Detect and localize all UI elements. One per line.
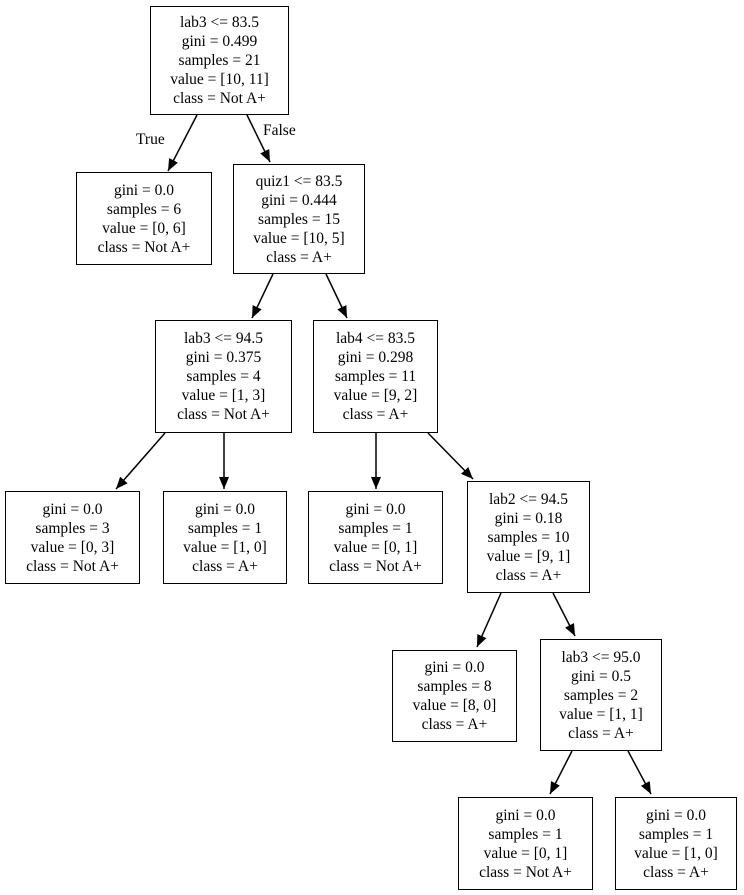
tree-node-lab2: lab2 <= 94.5 gini = 0.18 samples = 10 va… [467,481,590,593]
node-line: quiz1 <= 83.5 [255,172,343,190]
node-line: gini = 0.444 [261,191,337,209]
edge-root-to-true-leaf [167,114,198,172]
tree-node-true-leaf: gini = 0.0 samples = 6 value = [0, 6] cl… [76,172,212,265]
node-line: gini = 0.18 [494,509,563,527]
node-line: samples = 1 [638,825,714,843]
node-line: samples = 1 [488,825,563,843]
node-line: gini = 0.375 [185,349,262,366]
node-line: samples = 6 [106,200,182,218]
node-line: value = [0, 1] [333,538,418,556]
node-line: value = [0, 6] [102,219,186,237]
node-line: class = Not A+ [26,557,119,575]
node-line: gini = 0.0 [114,181,174,199]
tree-node-leaf-e: gini = 0.0 samples = 8 value = [8, 0] cl… [392,650,517,742]
node-line: samples = 2 [563,686,639,704]
node-line: samples = 15 [258,210,340,228]
tree-node-leaf-g: gini = 0.0 samples = 1 value = [0, 1] cl… [458,797,593,890]
node-line: samples = 4 [186,368,261,385]
node-line: samples = 10 [487,528,570,546]
node-line: class = Not A+ [97,238,191,256]
node-line: value = [1, 0] [634,844,718,862]
tree-node-leaf-b: gini = 0.0 samples = 1 value = [1, 0] cl… [163,491,287,584]
node-line: class = A+ [643,863,709,881]
edge-lab2-to-leaf-e [476,592,502,648]
node-line: gini = 0.0 [195,500,255,518]
node-line: value = [9, 2] [333,387,418,404]
node-line: value = [9, 1] [486,547,571,565]
tree-node-root: lab3 <= 83.5 gini = 0.499 samples = 21 v… [150,6,289,115]
tree-node-lab4: lab4 <= 83.5 gini = 0.298 samples = 11 v… [313,320,438,433]
node-line: gini = 0.0 [424,659,485,676]
node-line: gini = 0.298 [337,349,414,366]
node-line: lab4 <= 83.5 [335,330,416,347]
node-line: samples = 1 [338,519,413,537]
node-line: value = [10, 5] [253,229,345,247]
node-line: value = [0, 1] [483,844,568,862]
node-line: lab3 <= 83.5 [179,14,260,31]
node-line: class = A+ [568,724,634,742]
node-line: gini = 0.0 [495,806,556,824]
node-line: gini = 0.0 [345,500,406,518]
edge-label-false: False [263,122,296,139]
edge-root-to-quiz1 [246,114,271,163]
node-line: samples = 3 [35,519,110,537]
node-line: class = Not A+ [329,557,422,575]
node-line: class = A+ [342,406,409,423]
tree-node-lab3-mid: lab3 <= 94.5 gini = 0.375 samples = 4 va… [155,320,292,433]
node-line: gini = 0.499 [181,33,258,50]
node-line: value = [1, 3] [181,387,266,404]
edge-lab2-to-lab3deep [552,592,576,637]
node-line: value = [1, 0] [183,538,267,556]
tree-node-lab3-deep: lab3 <= 95.0 gini = 0.5 samples = 2 valu… [540,639,662,751]
node-line: value = [8, 0] [412,697,497,714]
node-line: class = Not A+ [173,90,266,107]
node-line: samples = 1 [187,519,263,537]
node-line: lab3 <= 95.0 [561,648,641,666]
node-line: lab2 <= 94.5 [488,490,569,508]
node-line: value = [1, 1] [559,705,643,723]
edge-lab3mid-to-leaf-a [115,432,166,490]
node-line: class = Not A+ [177,406,270,423]
edge-label-true: True [136,131,165,148]
edge-lab3deep-to-leaf-h [627,750,652,795]
tree-node-quiz1: quiz1 <= 83.5 gini = 0.444 samples = 15 … [233,164,365,274]
node-line: samples = 11 [334,368,417,385]
node-line: gini = 0.5 [571,667,631,685]
node-line: class = A+ [421,716,488,733]
node-line: lab3 <= 94.5 [183,330,264,347]
node-line: class = A+ [495,566,562,584]
edge-lab3deep-to-leaf-g [549,750,573,795]
node-line: gini = 0.0 [646,806,706,824]
edge-quiz1-to-lab3mid [251,273,274,319]
node-line: samples = 21 [178,52,261,69]
node-line: samples = 8 [417,678,492,695]
node-line: class = A+ [192,557,258,575]
tree-node-leaf-a: gini = 0.0 samples = 3 value = [0, 3] cl… [5,491,140,584]
edge-lab4-to-lab2 [427,432,474,480]
node-line: value = [0, 3] [30,538,115,556]
tree-node-leaf-c: gini = 0.0 samples = 1 value = [0, 1] cl… [308,491,443,584]
tree-node-leaf-h: gini = 0.0 samples = 1 value = [1, 0] cl… [615,797,737,890]
edge-quiz1-to-lab4 [325,273,348,319]
node-line: class = A+ [266,248,332,266]
node-line: class = Not A+ [479,863,572,881]
node-line: gini = 0.0 [42,500,103,518]
node-line: value = [10, 11] [170,71,269,88]
